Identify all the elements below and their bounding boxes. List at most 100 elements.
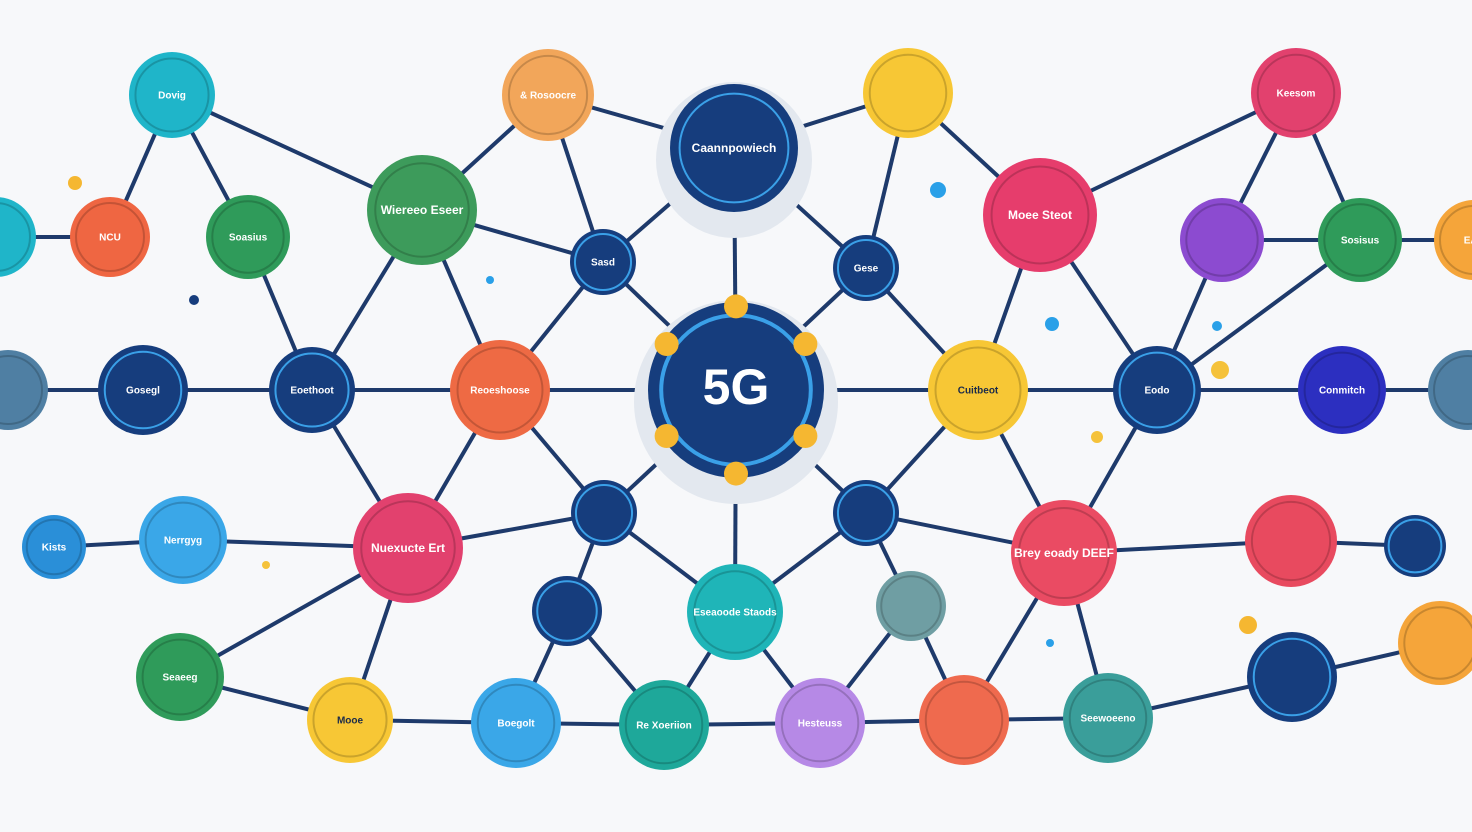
network-node[interactable]: EAE xyxy=(1434,200,1472,280)
node-circle xyxy=(206,195,290,279)
node-ring xyxy=(456,346,544,434)
node-circle xyxy=(139,496,227,584)
node-ring xyxy=(868,53,948,133)
node-circle xyxy=(1113,346,1201,434)
node-ring xyxy=(75,202,145,272)
network-node[interactable] xyxy=(1398,601,1472,685)
node-circle xyxy=(136,633,224,721)
network-node[interactable] xyxy=(919,675,1009,765)
decorative-dot xyxy=(262,561,270,569)
decorative-dot xyxy=(189,295,199,305)
node-label: Mooe xyxy=(337,716,364,727)
network-node[interactable] xyxy=(532,576,602,646)
network-node[interactable]: Keesom xyxy=(1251,48,1341,138)
node-ring xyxy=(573,232,633,292)
network-node[interactable]: Cuitbeot xyxy=(928,340,1028,440)
network-node[interactable]: Seewoeeno xyxy=(1063,673,1153,763)
node-label: Gese xyxy=(854,264,879,275)
network-node[interactable]: Hesteuss xyxy=(775,678,865,768)
network-node[interactable]: Seaeeg xyxy=(136,633,224,721)
network-node[interactable] xyxy=(571,480,637,546)
node-ring xyxy=(1303,351,1381,429)
node-circle xyxy=(648,302,824,478)
node-label: Sosisus xyxy=(1341,236,1380,247)
node-label: & Rosoocre xyxy=(520,91,577,102)
node-ring xyxy=(624,685,704,765)
node-ring xyxy=(103,350,183,430)
node-circle xyxy=(1428,350,1472,430)
network-node[interactable]: Eodo xyxy=(1113,346,1201,434)
node-circle xyxy=(1434,200,1472,280)
network-node[interactable]: Eseaoode Staods xyxy=(687,564,783,660)
network-node[interactable]: Wiereeo Eseer xyxy=(367,155,477,265)
node-circle xyxy=(502,49,594,141)
node-circle xyxy=(307,677,393,763)
node-circle xyxy=(1245,495,1337,587)
network-node[interactable] xyxy=(833,480,899,546)
node-ring xyxy=(836,483,896,543)
network-node[interactable]: Brey eoady DEEF xyxy=(1011,500,1117,606)
decorative-dot xyxy=(1045,317,1059,331)
node-ring xyxy=(693,570,777,654)
network-node[interactable]: & Rosoocre xyxy=(502,49,594,141)
network-node[interactable]: 7 xyxy=(0,197,36,277)
network-node[interactable]: Sasd xyxy=(570,229,636,295)
node-circle xyxy=(1063,673,1153,763)
network-node[interactable]: Conmitch xyxy=(1298,346,1386,434)
node-circle xyxy=(775,678,865,768)
network-node[interactable] xyxy=(0,350,48,430)
network-node[interactable] xyxy=(863,48,953,138)
network-node[interactable] xyxy=(1428,350,1472,430)
network-node[interactable]: Dovig xyxy=(129,52,215,138)
center-5g-node[interactable]: 5G xyxy=(634,294,838,504)
network-node[interactable] xyxy=(1180,198,1264,282)
node-label: Caannpowiech xyxy=(692,141,777,155)
node-ring xyxy=(141,638,219,716)
decorative-dot xyxy=(1211,361,1229,379)
node-label: Eodo xyxy=(1145,386,1170,397)
node-circle xyxy=(367,155,477,265)
node-label: Moee Steot xyxy=(1008,208,1072,222)
network-node[interactable]: Nerrgyg xyxy=(139,496,227,584)
node-ring xyxy=(134,57,210,133)
network-node[interactable]: Re Xoeriion xyxy=(619,680,709,770)
node-label: Cuitbeot xyxy=(958,386,999,397)
network-node[interactable]: NCU xyxy=(70,197,150,277)
node-circle xyxy=(532,576,602,646)
network-node[interactable] xyxy=(1247,632,1337,722)
node-ring xyxy=(924,680,1004,760)
antenna-badge-icon xyxy=(724,461,748,486)
node-label: Kists xyxy=(42,543,67,554)
node-label: Soasius xyxy=(229,233,268,244)
node-circle xyxy=(570,229,636,295)
node-circle xyxy=(1318,198,1402,282)
network-node[interactable] xyxy=(1245,495,1337,587)
node-ring xyxy=(880,575,942,637)
network-node[interactable]: Sosisus xyxy=(1318,198,1402,282)
node-circle xyxy=(619,680,709,770)
network-node[interactable]: Mooe xyxy=(307,677,393,763)
node-ring xyxy=(574,483,634,543)
decorative-dot xyxy=(1239,616,1257,634)
decorative-dot xyxy=(1212,321,1222,331)
antenna-badge-icon xyxy=(793,332,818,357)
node-circle xyxy=(1384,515,1446,577)
network-node[interactable]: Gosegl xyxy=(98,345,188,435)
network-node[interactable]: Eoethoot xyxy=(269,347,355,433)
network-node[interactable] xyxy=(1384,515,1446,577)
network-node[interactable]: Reoeshoose xyxy=(450,340,550,440)
network-node[interactable]: Soasius xyxy=(206,195,290,279)
node-ring xyxy=(0,202,31,272)
network-node[interactable]: Nuexucte Ert xyxy=(353,493,463,603)
network-node[interactable]: Moee Steot xyxy=(983,158,1097,272)
antenna-badge-icon xyxy=(724,294,748,319)
network-node[interactable]: Gese xyxy=(833,235,899,301)
node-circle xyxy=(983,158,1097,272)
network-node[interactable]: Boegolt xyxy=(471,678,561,768)
network-node[interactable]: Caannpowiech xyxy=(656,82,812,238)
network-node[interactable]: Kists xyxy=(22,515,86,579)
node-label: Gosegl xyxy=(126,386,160,397)
node-label: Boegolt xyxy=(497,719,535,730)
network-node[interactable] xyxy=(876,571,946,641)
